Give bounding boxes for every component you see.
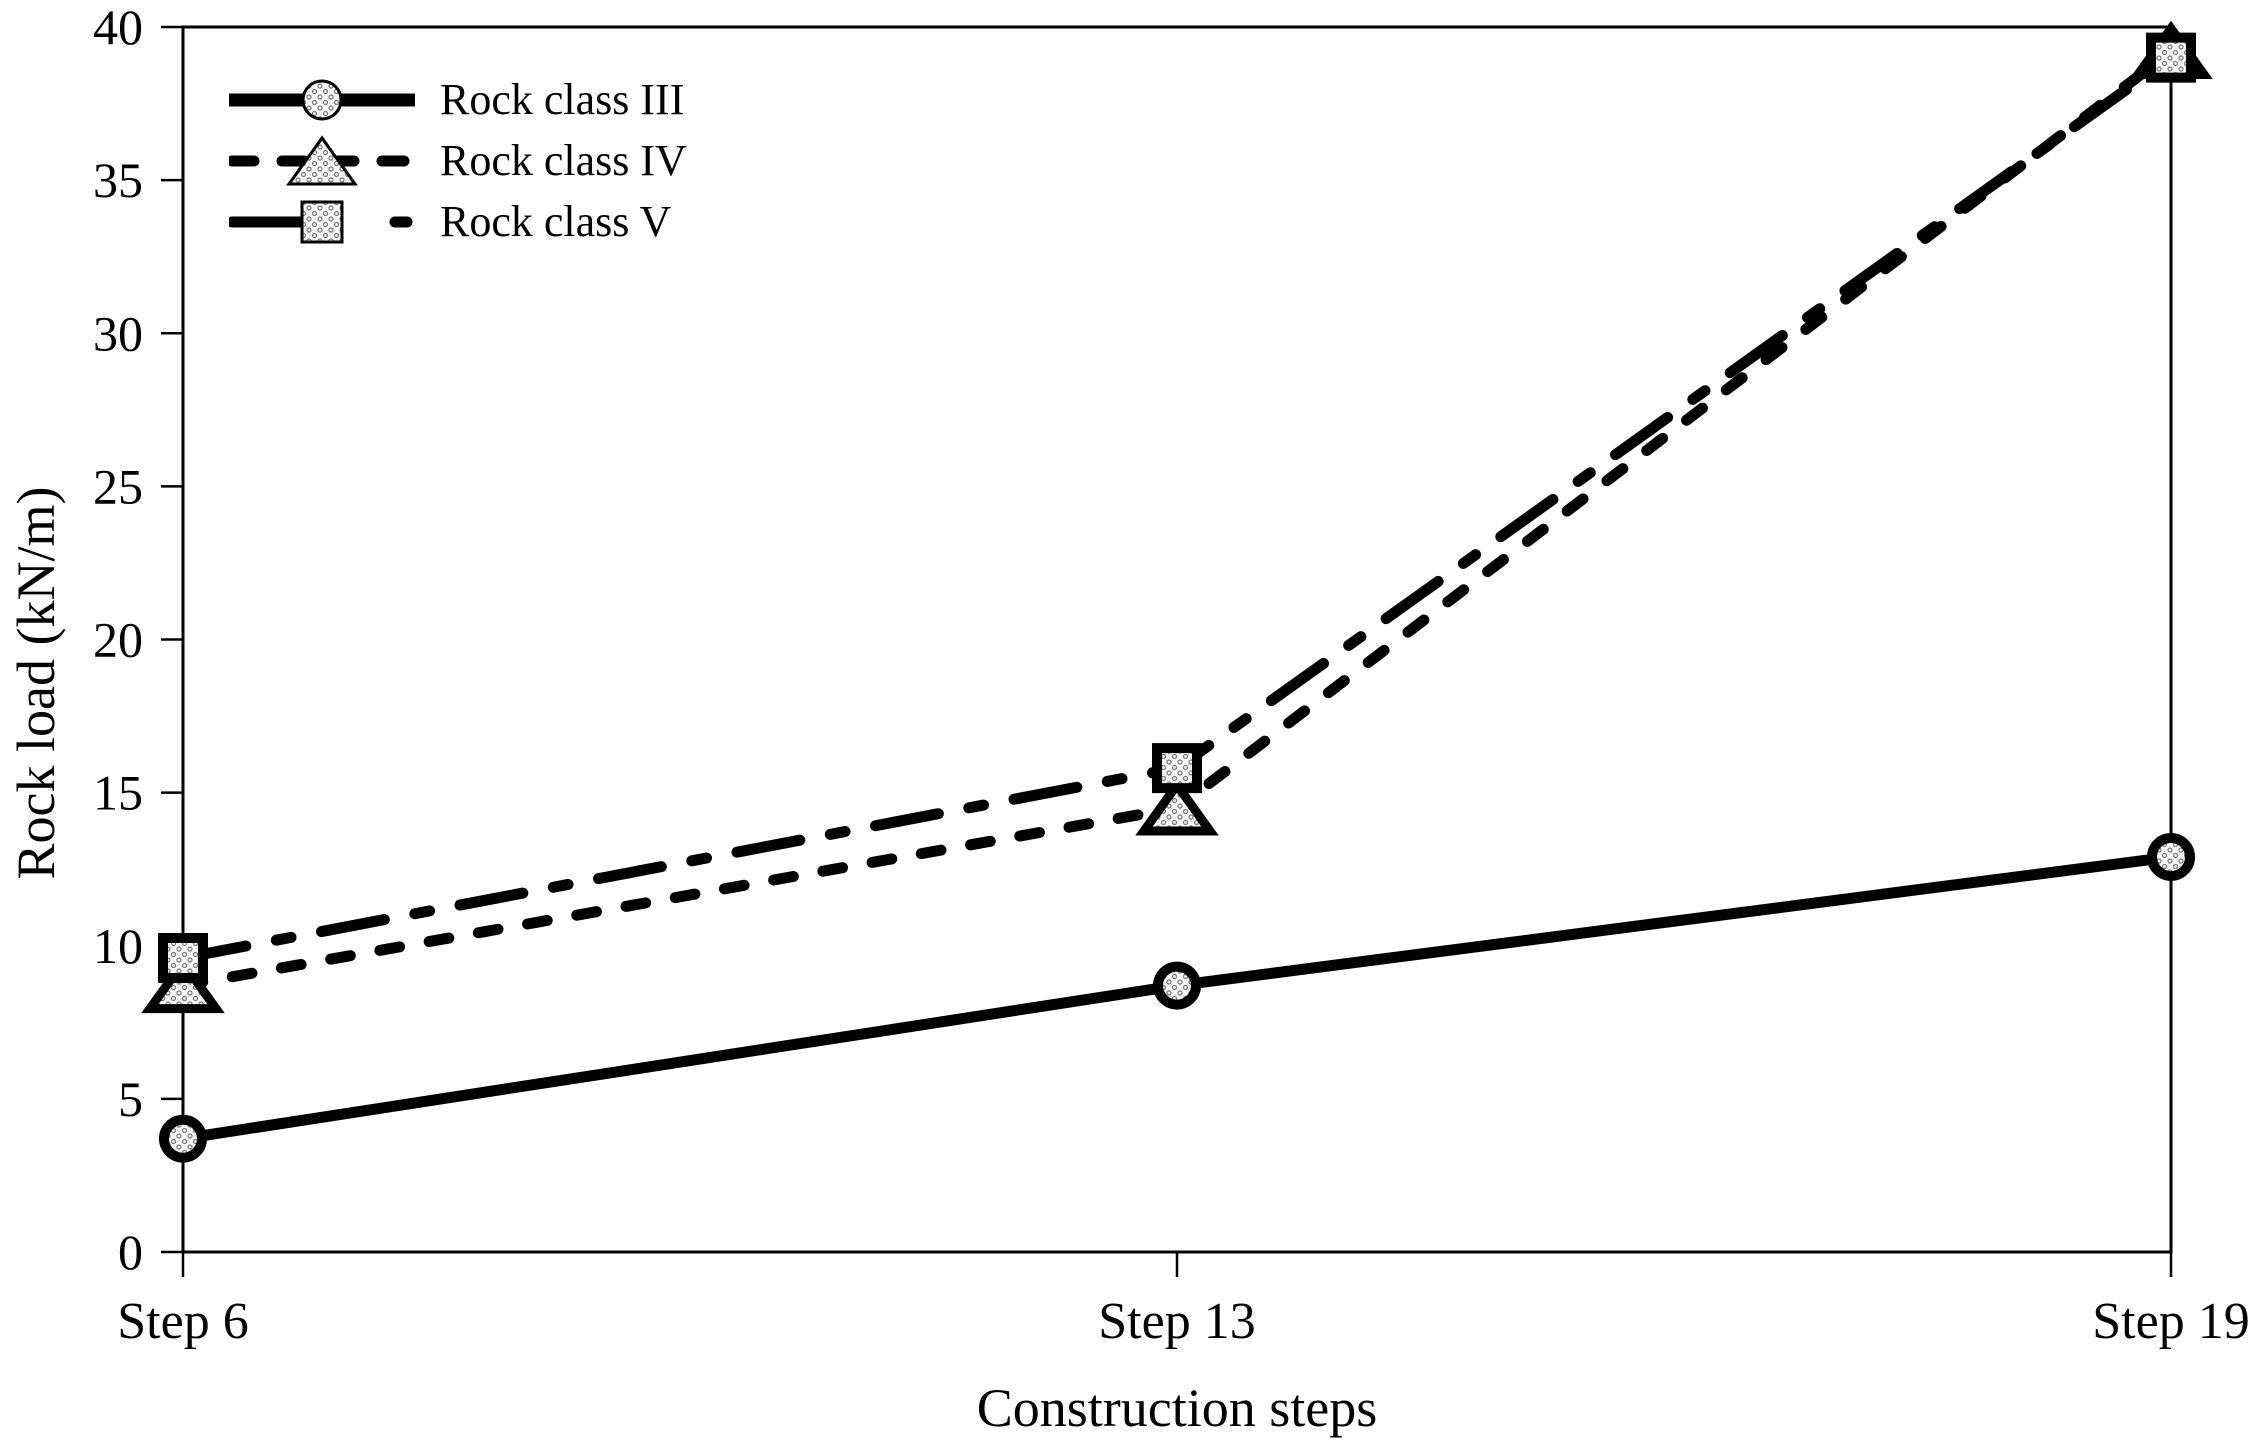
- marker-square: [300, 200, 344, 243]
- x-tick-label: Step 19: [2092, 1293, 2249, 1350]
- y-tick-label: 0: [118, 1224, 143, 1280]
- y-axis-title: Rock load (kN/m): [6, 486, 66, 880]
- legend-swatch-dashed-triangle-icon: [229, 134, 415, 185]
- y-tick-label: 5: [118, 1071, 143, 1127]
- legend-item-rock-class-iii: Rock class III: [229, 69, 687, 130]
- legend-swatch-solid-circle-icon: [229, 79, 415, 120]
- x-axis-title: Construction steps: [976, 1378, 1378, 1438]
- legend-label: Rock class IV: [440, 135, 687, 185]
- legend-item-rock-class-iv: Rock class IV: [229, 130, 687, 191]
- y-tick-label: 15: [93, 765, 143, 821]
- y-tick-label: 20: [93, 612, 143, 668]
- y-tick-label: 25: [93, 458, 143, 514]
- marker-circle: [159, 1114, 207, 1163]
- legend: Rock class III Rock class IV Rock class …: [229, 69, 687, 252]
- y-tick-label: 30: [93, 305, 143, 361]
- marker-square: [2146, 32, 2196, 83]
- legend-label: Rock class V: [440, 196, 672, 246]
- marker-triangle: [286, 134, 358, 185]
- legend-item-rock-class-v: Rock class V: [229, 191, 687, 252]
- marker-triangle: [1135, 777, 1219, 836]
- y-tick-label: 40: [93, 0, 143, 55]
- marker-triangle: [141, 954, 225, 1014]
- marker-circle: [301, 79, 343, 120]
- legend-label: Rock class III: [440, 74, 685, 124]
- x-tick-label: Step 13: [1098, 1293, 1255, 1350]
- marker-square: [1152, 743, 1202, 794]
- x-tick-label: Step 6: [117, 1293, 248, 1350]
- marker-circle: [2147, 832, 2195, 881]
- marker-square: [158, 933, 208, 983]
- y-tick-label: 10: [93, 918, 143, 974]
- marker-circle: [1153, 961, 1201, 1010]
- legend-swatch-longdash-square-icon: [229, 200, 413, 243]
- y-tick-label: 35: [93, 152, 143, 208]
